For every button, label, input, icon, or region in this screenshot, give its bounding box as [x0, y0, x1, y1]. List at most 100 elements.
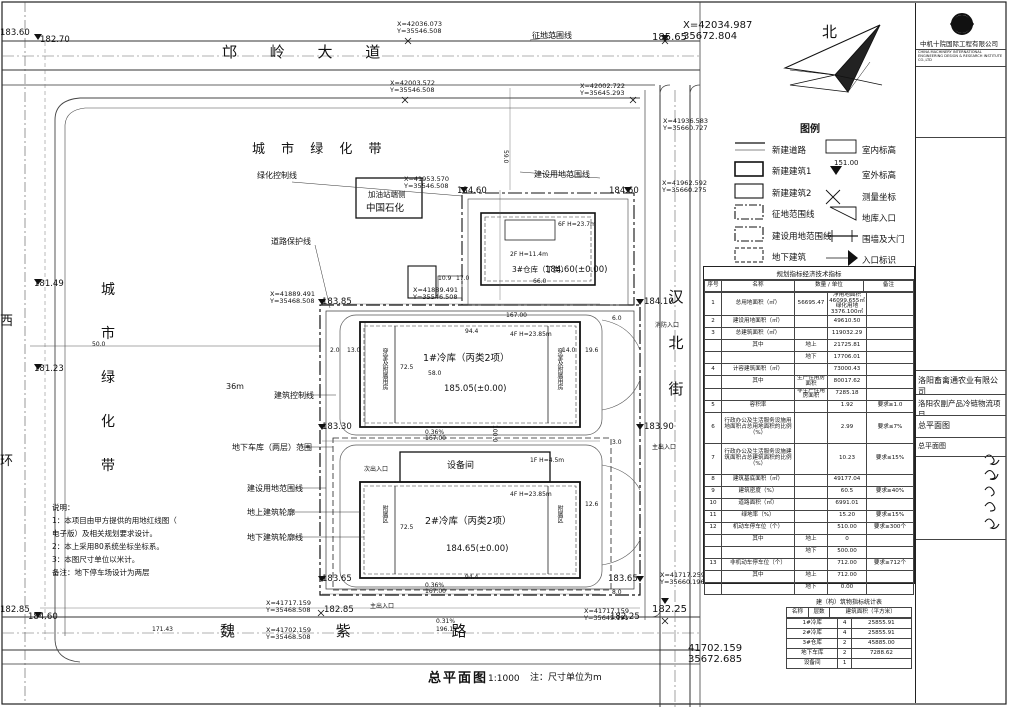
elevation-label: 183.65 [322, 574, 352, 584]
legend-item-value: 151.00 [834, 159, 859, 167]
building-2-side-label-east: 附属区 [556, 505, 563, 523]
park-table-cell: 地下车库 [785, 648, 839, 659]
econ-table-cell: 要求≤7% [866, 411, 914, 444]
legend-item: 地库入口 [862, 214, 897, 224]
econ-table-cell [866, 581, 914, 595]
econ-table-cell [794, 315, 828, 329]
econ-table-cell: 地下 [794, 545, 828, 559]
econ-table-cell [704, 533, 722, 547]
elevation-label: 182.85 [324, 605, 354, 615]
building-3-height: 2F H=11.4m [510, 251, 548, 258]
econ-table-cell: 510.00 [827, 521, 867, 535]
econ-table-cell: 56695.47 [794, 291, 828, 317]
econ-table-cell: 其中 [721, 569, 795, 583]
econ-table-cell [794, 442, 828, 475]
road-west-char: 西 [0, 314, 14, 329]
callout-label: 主出入口 [652, 444, 677, 451]
econ-table-cell: 10.23 [827, 442, 867, 475]
signature-marks [984, 454, 1000, 530]
coord-label: X=41717.159 Y=35645.191 [584, 607, 630, 622]
econ-table-cell: 12 [704, 521, 722, 535]
dimension-label: 94.4 [465, 328, 479, 335]
econ-table-cell: 容积率 [721, 399, 795, 413]
econ-table-cell: 净用地面积 46099.655㎡ 绿化用地 3376.100㎡ [827, 291, 867, 317]
econ-table-cell: 要求≥712个 [866, 557, 914, 571]
econ-table-cell [794, 497, 828, 511]
econ-table-cell: 80017.62 [827, 375, 867, 389]
econ-table-cell [704, 339, 722, 353]
coord-label: X=42002.722 Y=35645.293 [580, 82, 626, 97]
elevation-label: 183.65 [608, 574, 638, 584]
building-1-side-label: 穿堂及附属用房 [381, 348, 388, 390]
econ-table-cell [704, 351, 722, 365]
green-belt-char: 城 [101, 282, 115, 298]
building-2-height: 4F H=23.85m [510, 491, 552, 498]
econ-table-cell [794, 557, 828, 571]
econ-table-cell: 10 [704, 497, 722, 511]
dimension-label: 72.5 [400, 524, 414, 531]
callout-label: 地上建筑轮廓 [247, 508, 295, 517]
park-table-cell: 2#冷库 [785, 628, 839, 639]
callout-label: 征地范围线 [532, 31, 572, 40]
econ-table-cell [704, 375, 722, 389]
econ-table-cell [866, 339, 914, 353]
legend-item: 室内标高 [862, 146, 897, 156]
econ-table-grid: 序号 名称 数量 / 单位 备注 [704, 280, 914, 292]
econ-table-cell: 行政办公及生活服务设施建筑面积占总建筑面积的比例（%） [721, 442, 795, 475]
econ-table-cell: 道路面积（㎡） [721, 497, 795, 511]
elevation-label: 181.49 [34, 279, 64, 289]
econ-table-cell: 要求≥300个 [866, 521, 914, 535]
park-table-cell: 4 [837, 618, 852, 629]
econ-table-cell: 其中 [721, 533, 795, 547]
building-2-name: 2#冷库（丙类2项） [425, 516, 512, 527]
sheet-title: 总平面图 [428, 671, 489, 686]
dimension-label: 0.36% [425, 582, 445, 589]
legend-item: 征地范围线 [772, 210, 815, 220]
coord-label: X=41702.159 Y=35468.508 [266, 626, 312, 641]
econ-table-cell: 建筑基底面积（㎡） [721, 473, 795, 487]
project-name: 洛阳农副产品冷链物流项目 [916, 395, 1006, 416]
coord-label: X=42034.987 35672.804 [683, 20, 753, 42]
elevation-label: 184.60 [609, 186, 639, 196]
park-table-cell: 2 [837, 638, 852, 649]
econ-table-cell [794, 509, 828, 523]
callout-label: 地下建筑轮廓线 [247, 533, 303, 542]
callout-label: 地下车库（两层）范围 [232, 443, 312, 452]
econ-table-cell: 地上 [794, 569, 828, 583]
company-logo-icon [950, 13, 974, 35]
legend-item: 室外标高 [862, 171, 897, 181]
econ-table-cell: 60.5 [827, 485, 867, 499]
legend-item: 入口标识 [862, 256, 897, 266]
dimension-label: 13.0 [347, 347, 361, 354]
park-table-cell: 25855.91 [850, 628, 913, 639]
road-north-label: 邙 岭 大 道 [222, 43, 395, 61]
park-table-grid: 名称 层数 建筑面积（平方米） [786, 607, 912, 618]
econ-table-cell: 机动车停车位（个） [721, 521, 795, 535]
park-table-cell: 45885.00 [850, 638, 913, 649]
econ-table-cell [794, 473, 828, 487]
econ-table-cell: 计容建筑面积（㎡） [721, 363, 795, 377]
econ-table-cell [866, 473, 914, 487]
econ-table-cell: 13 [704, 557, 722, 571]
equipment-room-name: 设备间 [447, 461, 475, 471]
coord-label: X=42036.073 Y=35546.508 [397, 20, 443, 35]
econ-table-cell [704, 569, 722, 583]
green-belt-char: 带 [101, 458, 115, 474]
dimension-label: 8.0 [612, 589, 622, 596]
econ-table-cell [866, 351, 914, 365]
dimension-label: 0.31% [436, 618, 456, 625]
dimension-label: 2.0 [330, 347, 340, 354]
building-1-elev: 185.05(±0.00) [444, 384, 507, 394]
